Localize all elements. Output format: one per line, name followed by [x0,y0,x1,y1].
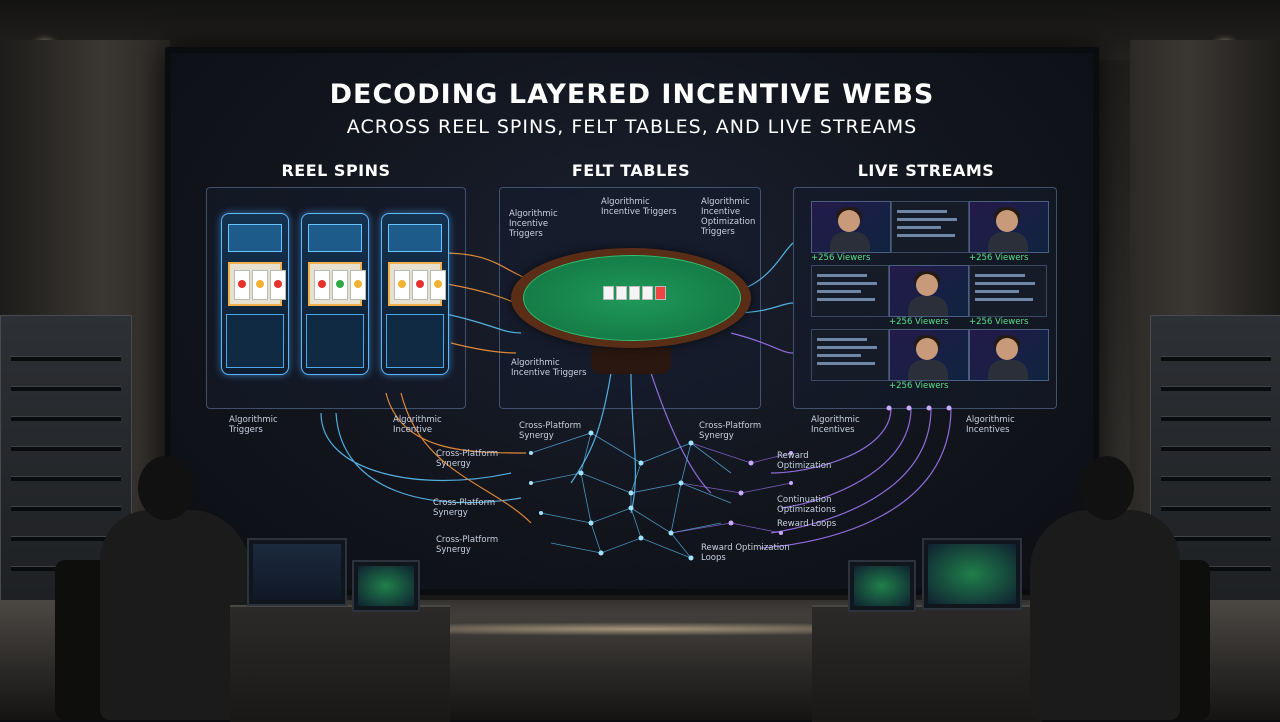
label-reward-optimization: Reward Optimization [777,451,832,471]
viewer-badge: +256 Viewers [889,381,949,391]
operator-right-body [1030,510,1180,720]
section-heading-live: LIVE STREAMS [857,161,995,180]
stream-chat [969,265,1047,317]
screen-title: DECODING LAYERED INCENTIVE WEBS [329,79,935,110]
screen-subtitle: ACROSS REEL SPINS, FELT TABLES, AND LIVE… [346,116,918,138]
operator-left-body [100,510,250,720]
playing-card [603,286,614,300]
stream-tile [969,329,1049,381]
label-live-right: Algorithmic Incentives [966,415,1015,435]
stream-tile [889,329,969,381]
label-reward-optimization-loops: Reward Optimization Loops [701,543,790,563]
section-heading-reel: REEL SPINS [281,161,391,180]
operator-left-head [138,456,194,520]
label-reel-triggers: Algorithmic Triggers [229,415,278,435]
label-felt-bottom: Algorithmic Incentive Triggers [511,358,587,378]
desk-left [230,605,450,722]
viewer-badge: +256 Viewers [811,253,871,263]
tablet-right [848,560,916,612]
label-synergy: Cross-Platform Synergy [436,449,499,469]
table-pedestal [591,348,671,374]
stream-tile [811,201,891,253]
stream-chat [811,329,889,381]
playing-card [655,286,666,300]
playing-card [629,286,640,300]
network-graph [320,242,952,561]
playing-card [642,286,653,300]
floor-light-strip [300,622,980,636]
label-synergy: Cross-Platform Synergy [519,421,582,441]
playing-card [616,286,627,300]
label-reel-incentive: Algorithmic Incentive [393,415,442,435]
slot-machine [221,213,289,375]
label-reward-loops: Reward Loops [777,519,837,529]
label-felt-top-left: Algorithmic Incentive Triggers [509,209,558,239]
viewer-badge: +256 Viewers [889,317,949,327]
video-wall-screen: DECODING LAYERED INCENTIVE WEBS ACROSS R… [171,53,1093,589]
label-synergy: Cross-Platform Synergy [433,498,496,518]
desk-right [812,605,1042,722]
slot-machine [301,213,369,375]
stream-chat [811,265,889,317]
label-continuation-optimizations: Continuation Optimizations [777,495,836,515]
label-synergy: Cross-Platform Synergy [436,535,499,555]
viewer-badge: +256 Viewers [969,317,1029,327]
slot-machine [381,213,449,375]
stream-tile [969,201,1049,253]
stream-tile [889,265,969,317]
label-synergy: Cross-Platform Synergy [699,421,762,441]
label-felt-top-right: Algorithmic Incentive Optimization Trigg… [701,197,756,237]
operator-right-head [1080,456,1134,520]
section-heading-felt: FELT TABLES [571,161,691,180]
stream-chat [891,201,969,253]
label-live-left: Algorithmic Incentives [811,415,860,435]
viewer-badge: +256 Viewers [969,253,1029,263]
tablet-left [352,560,420,612]
laptop-right [922,538,1022,610]
label-felt-top-mid: Algorithmic Incentive Triggers [601,197,677,217]
laptop-left [247,538,347,606]
